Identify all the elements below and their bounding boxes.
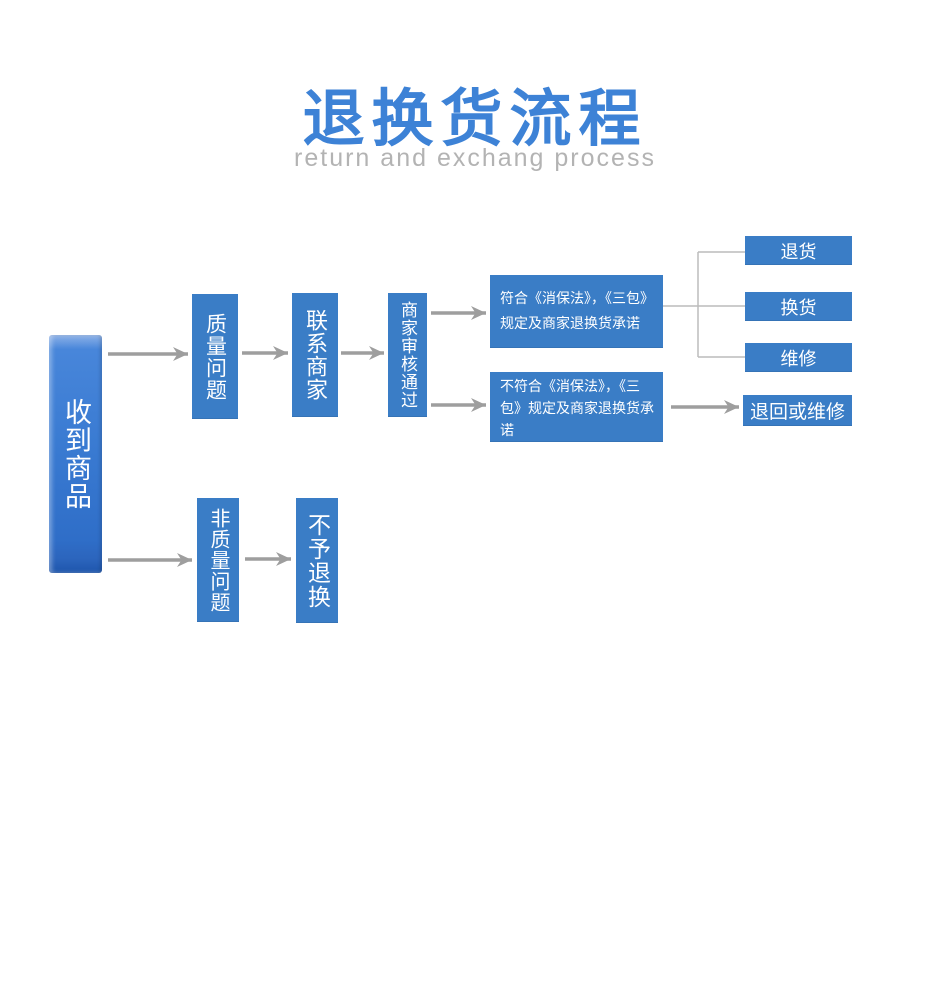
node-no-return-exchange-label: 不予退换 <box>304 512 331 609</box>
node-repair: 维修 <box>745 343 852 372</box>
node-seller-review: 商家审核通过 <box>388 293 427 417</box>
node-return-or-repair-label: 退回或维修 <box>749 402 845 423</box>
node-not-comply-rules-label: 不符合《消保法》，《三 包》规定及商家退换货承 诺 <box>500 378 654 438</box>
node-return-goods-label: 退货 <box>780 241 817 262</box>
node-return-or-repair: 退回或维修 <box>743 395 852 426</box>
node-goods-received: 收到商品 <box>49 335 102 573</box>
node-contact-seller: 联系商家 <box>292 293 338 417</box>
node-not-comply-rules: 不符合《消保法》，《三 包》规定及商家退换货承 诺 <box>490 372 663 442</box>
node-exchange-goods-label: 换货 <box>780 297 817 318</box>
node-contact-seller-label: 联系商家 <box>303 309 328 401</box>
node-comply-rules-label: 符合《消保法》，《三包》 规定及商家退换货承诺 <box>500 290 654 331</box>
node-seller-review-label: 商家审核通过 <box>398 301 417 409</box>
node-return-goods: 退货 <box>745 236 852 265</box>
page-subtitle: return and exchang process <box>294 144 656 172</box>
node-non-quality-issue-label: 非质量问题 <box>207 507 229 613</box>
node-repair-label: 维修 <box>780 348 817 369</box>
node-goods-received-label: 收到商品 <box>61 398 91 510</box>
node-quality-issue: 质量问题 <box>192 294 238 419</box>
node-non-quality-issue: 非质量问题 <box>197 498 239 622</box>
node-no-return-exchange: 不予退换 <box>296 498 338 623</box>
node-quality-issue-label: 质量问题 <box>203 312 227 401</box>
page-title: 退换货流程 <box>302 85 648 154</box>
node-comply-rules: 符合《消保法》，《三包》 规定及商家退换货承诺 <box>490 275 663 348</box>
node-exchange-goods: 换货 <box>745 292 852 321</box>
